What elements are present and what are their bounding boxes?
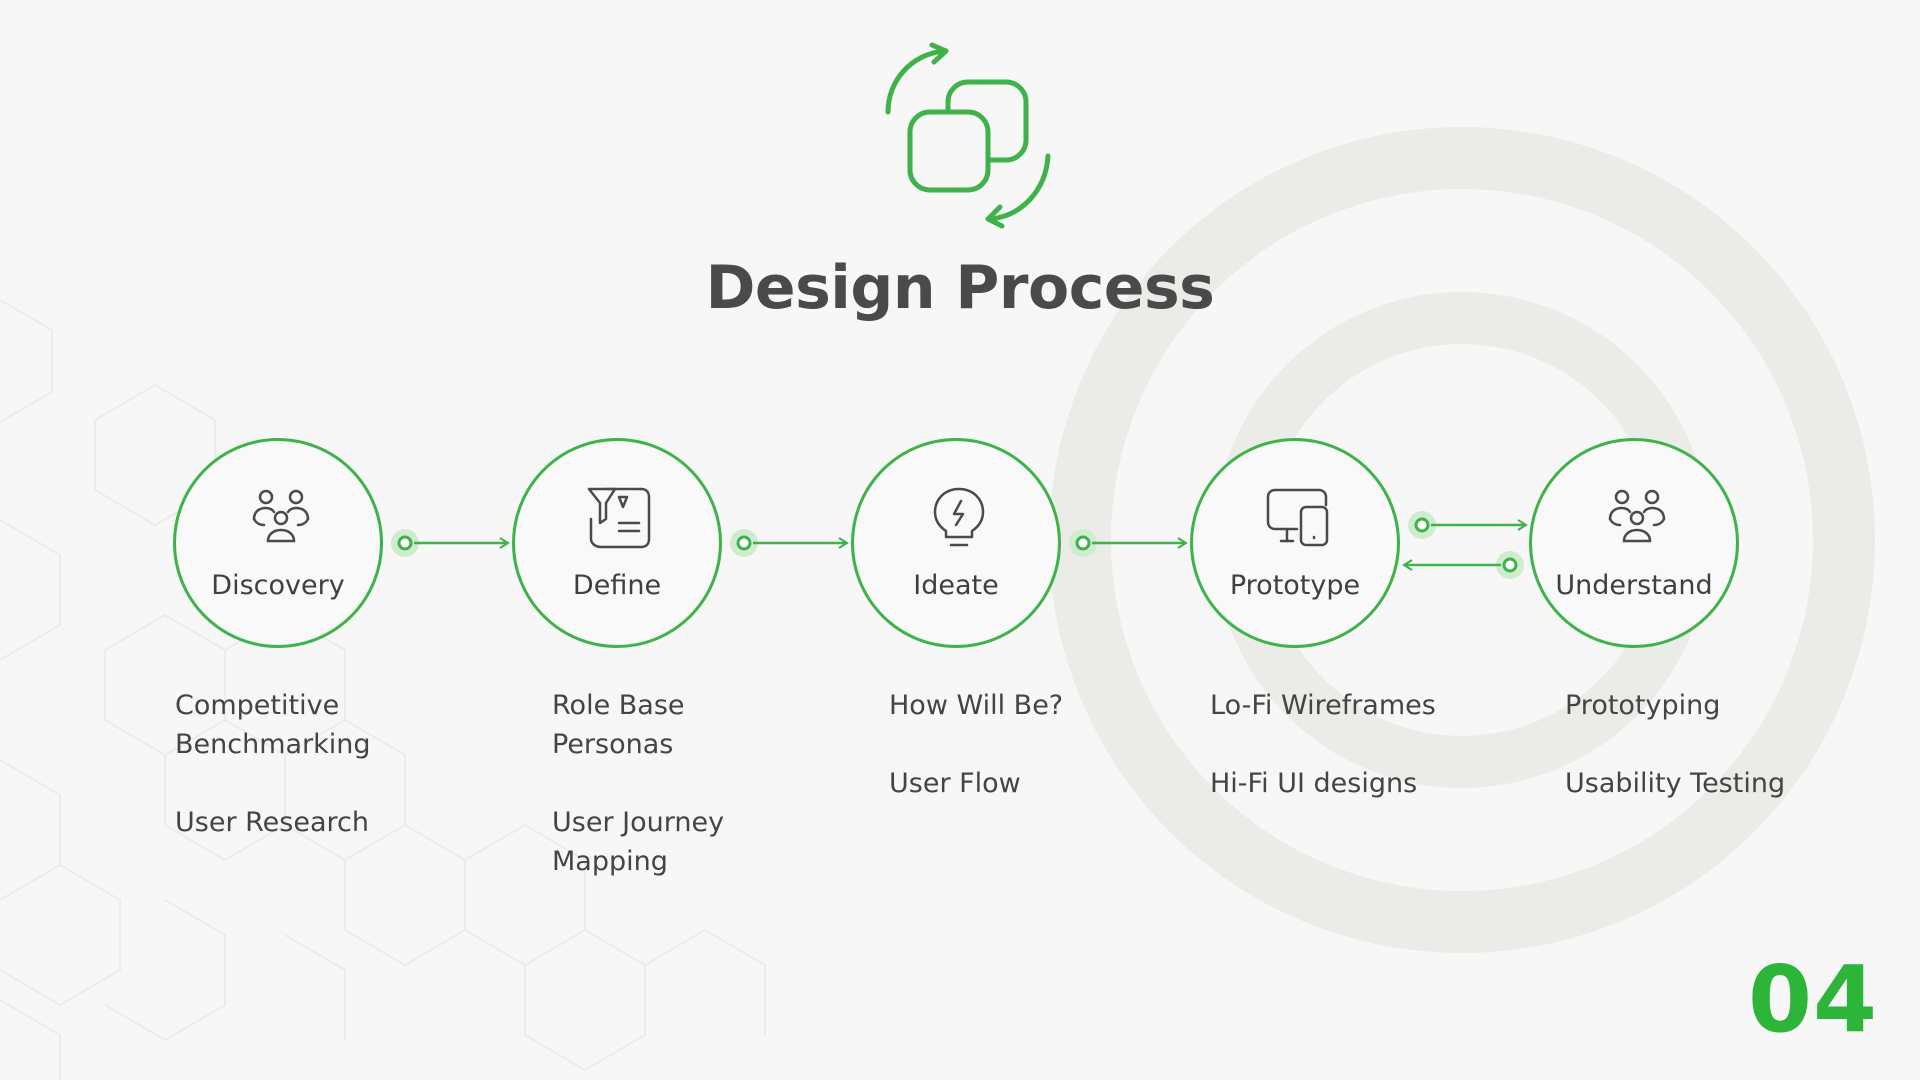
list-item: Competitive Benchmarking <box>175 690 371 760</box>
understand-details: Prototyping Usability Testing <box>1565 686 1845 842</box>
connector-understand-prototype-back <box>1402 551 1524 579</box>
connector-discovery-define <box>391 529 510 557</box>
connector-prototype-understand-forward <box>1408 511 1528 539</box>
lightbulb-icon <box>933 487 985 547</box>
define-details: Role Base Personas User Journey Mapping <box>552 686 772 920</box>
stage-ideate: Ideate <box>851 438 1061 648</box>
team-icon <box>252 489 310 543</box>
hexagon-pattern <box>0 299 766 1080</box>
stage-label: Prototype <box>1229 570 1361 601</box>
list-item: Usability Testing <box>1565 768 1786 799</box>
stage-prototype: Prototype <box>1190 438 1400 648</box>
page-number: 04 <box>1747 946 1878 1053</box>
filter-document-icon <box>587 487 651 549</box>
stage-label: Define <box>572 570 662 601</box>
stage-define: Define <box>512 438 722 648</box>
ideate-details: How Will Be? User Flow <box>889 686 1129 842</box>
page-title: Design Process <box>705 253 1215 323</box>
list-item: Role Base Personas <box>552 690 685 760</box>
list-item: Hi-Fi UI designs <box>1210 768 1418 799</box>
list-item: User Flow <box>889 768 1021 799</box>
connector-define-ideate <box>730 529 849 557</box>
stage-discovery: Discovery <box>173 438 383 648</box>
stage-understand: Understand <box>1529 438 1739 648</box>
list-item: How Will Be? <box>889 690 1064 721</box>
list-item: Prototyping <box>1565 690 1721 721</box>
stage-label: Understand <box>1555 570 1713 601</box>
discovery-details: Competitive Benchmarking User Research <box>175 686 415 881</box>
stage-label: Discovery <box>211 570 345 601</box>
list-item: User Journey Mapping <box>552 807 725 877</box>
stage-label: Ideate <box>913 570 999 601</box>
prototype-details: Lo-Fi Wireframes Hi-Fi UI designs <box>1210 686 1470 842</box>
devices-icon <box>1266 488 1329 547</box>
team-icon <box>1608 489 1666 543</box>
list-item: Lo-Fi Wireframes <box>1210 690 1436 721</box>
list-item: User Research <box>175 807 369 838</box>
overlapping-squares-logo-icon <box>885 42 1051 229</box>
connector-ideate-prototype <box>1069 529 1188 557</box>
